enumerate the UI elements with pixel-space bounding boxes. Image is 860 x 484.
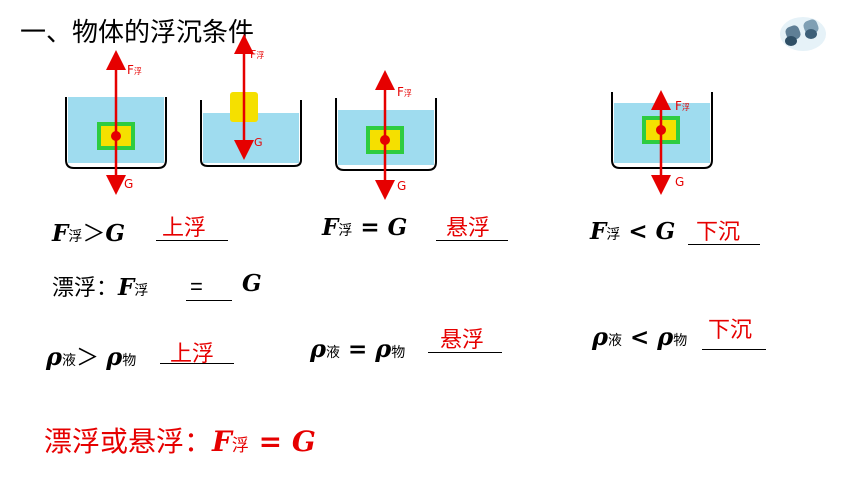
condition-sinking: F浮 < G — [590, 218, 676, 245]
answer-suspended: 悬浮 — [446, 216, 491, 241]
buoyancy-label: F浮 — [127, 63, 142, 77]
beaker-sinking: F浮 G — [611, 90, 713, 195]
float-sink-diagrams: F浮 G F浮 G F浮 G F浮 G — [65, 34, 713, 200]
answer-blank — [702, 349, 766, 350]
floating-relation: = — [190, 274, 203, 299]
buoyancy-label: F浮 — [250, 48, 264, 61]
answer-density-sinking: 下沉 — [708, 318, 753, 343]
answer-density-rising: 上浮 — [170, 342, 215, 367]
buoyancy-label: F浮 — [397, 85, 412, 99]
beaker-floating: F浮 G — [200, 34, 302, 167]
beaker-suspended: F浮 G — [335, 70, 437, 200]
answer-density-suspended: 悬浮 — [440, 328, 485, 353]
buoyancy-label: F浮 — [675, 99, 690, 113]
density-suspended: ρ液 = ρ物 — [310, 334, 406, 363]
answer-blank — [688, 244, 760, 245]
answer-blank — [436, 240, 508, 241]
condition-rising: F浮＞G — [52, 220, 125, 247]
density-rising: ρ液＞ ρ物 — [46, 342, 137, 371]
condition-suspended: F浮 = G — [322, 214, 408, 241]
density-sinking: ρ液 < ρ物 — [592, 322, 688, 351]
beaker-rising: F浮 G — [65, 50, 167, 195]
binoculars-icon[interactable] — [778, 14, 828, 54]
gravity-label: G — [397, 179, 406, 193]
answer-blank — [160, 363, 234, 364]
gravity-label: G — [124, 177, 133, 191]
answer-blank — [186, 300, 232, 301]
slide-title: 一、物体的浮沉条件 — [20, 18, 255, 48]
gravity-label: G — [254, 136, 263, 149]
answer-sinking: 下沉 — [696, 220, 741, 245]
gravity-label: G — [675, 175, 684, 189]
conclusion: 漂浮或悬浮：F浮 = G — [44, 425, 316, 458]
condition-floating: 漂浮：F浮 — [52, 274, 149, 301]
answer-blank — [156, 240, 228, 241]
answer-blank — [428, 352, 502, 353]
floating-g: G — [242, 270, 262, 297]
answer-rising: 上浮 — [162, 216, 207, 241]
